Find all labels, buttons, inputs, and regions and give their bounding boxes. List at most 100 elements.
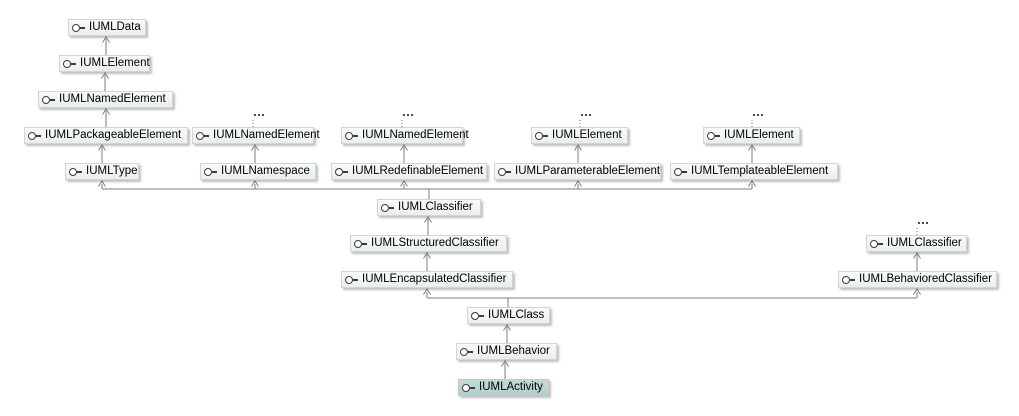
- edge-iumlredefinableelement-to-iumlnamedelement-3: [400, 144, 408, 163]
- node-iumltemplateableelement[interactable]: IUMLTemplateableElement: [670, 163, 838, 180]
- node-label: IUMLEncapsulatedClassifier: [362, 273, 507, 285]
- interface-lollipop-icon: [354, 239, 367, 248]
- generalization-arrowhead-icon: [98, 180, 106, 187]
- node-label: IUMLTemplateableElement: [691, 165, 829, 177]
- interface-lollipop-icon: [69, 167, 82, 176]
- generalization-arrowhead-icon: [501, 360, 509, 367]
- collapsed-parents-indicator: [254, 114, 264, 116]
- node-iumlparameterableelement[interactable]: IUMLParameterableElement: [494, 163, 661, 180]
- node-iumlclassifier-2[interactable]: IUMLClassifier: [866, 235, 967, 252]
- node-iumlnamedelement-3[interactable]: IUMLNamedElement: [341, 127, 469, 144]
- node-label: IUMLNamespace: [221, 165, 310, 177]
- edge-iumlnamedelement-1-to-iumlelement-1: [101, 72, 109, 91]
- edge-iumlbehavioredclassifier-to-iumlclassifier-2: [913, 252, 921, 271]
- edge-iumlbehavior-to-iumlclass: [503, 324, 511, 343]
- interface-lollipop-icon: [381, 203, 394, 212]
- node-iumlelement-1[interactable]: IUMLElement: [59, 55, 150, 72]
- edge-iumltemplateableelement-to-iumlelement-3: [748, 144, 756, 163]
- interface-lollipop-icon: [345, 275, 358, 284]
- node-label: IUMLBehavioredClassifier: [859, 273, 992, 285]
- node-iumldata[interactable]: IUMLData: [68, 19, 146, 36]
- node-iumlnamespace[interactable]: IUMLNamespace: [200, 163, 316, 180]
- node-label: IUMLElement: [724, 129, 794, 141]
- node-label: IUMLElement: [552, 129, 622, 141]
- node-label: IUMLData: [89, 21, 141, 33]
- generalization-arrowhead-icon: [98, 144, 106, 151]
- node-label: IUMLActivity: [479, 381, 543, 393]
- edge-iumlclass-to-iumlencapsulatedclassifier-and-iumlbehavioredclassifier: [423, 288, 921, 307]
- node-iumlbehavioredclassifier[interactable]: IUMLBehavioredClassifier: [838, 271, 997, 288]
- node-iumlencapsulatedclassifier[interactable]: IUMLEncapsulatedClassifier: [341, 271, 513, 288]
- node-iumlclassifier-1[interactable]: IUMLClassifier: [377, 199, 481, 216]
- interface-lollipop-icon: [471, 311, 484, 320]
- collapsed-parents-indicator: [753, 114, 763, 116]
- edge-iumlpackageableelement-to-iumlnamedelement-1: [102, 108, 110, 127]
- node-iumlredefinableelement[interactable]: IUMLRedefinableElement: [331, 163, 487, 180]
- interface-lollipop-icon: [462, 383, 475, 392]
- interface-lollipop-icon: [707, 131, 720, 140]
- interface-lollipop-icon: [870, 239, 883, 248]
- generalization-arrowhead-icon: [423, 252, 431, 259]
- node-label: IUMLNamedElement: [362, 129, 469, 141]
- node-label: IUMLClassifier: [398, 201, 473, 213]
- node-iumlelement-2[interactable]: IUMLElement: [531, 127, 628, 144]
- interface-lollipop-icon: [196, 131, 209, 140]
- interface-lollipop-icon: [72, 23, 85, 32]
- node-label: IUMLClassifier: [887, 237, 962, 249]
- interface-lollipop-icon: [345, 131, 358, 140]
- generalization-arrowhead-icon: [101, 72, 109, 79]
- node-iumlstructuredclassifier[interactable]: IUMLStructuredClassifier: [350, 235, 507, 252]
- edge-iumlstructuredclassifier-to-iumlclassifier-1: [424, 216, 432, 235]
- node-label: IUMLParameterableElement: [515, 165, 661, 177]
- generalization-arrowhead-icon: [748, 180, 756, 187]
- node-label: IUMLRedefinableElement: [352, 165, 484, 177]
- generalization-arrowhead-icon: [748, 144, 756, 151]
- collapsed-parents-indicator: [581, 114, 591, 116]
- edge-iumlactivity-to-iumlbehavior: [501, 360, 509, 379]
- edge-iumltype-to-iumlpackageableelement: [98, 144, 106, 163]
- node-label: IUMLType: [86, 165, 138, 177]
- generalization-arrowhead-icon: [102, 108, 110, 115]
- edge-iumlparameterableelement-to-iumlelement-2: [574, 144, 582, 163]
- generalization-arrowhead-icon: [400, 180, 408, 187]
- generalization-arrowhead-icon: [574, 144, 582, 151]
- generalization-arrowhead-icon: [503, 324, 511, 331]
- edge-iumlelement-1-to-iumldata: [102, 36, 110, 55]
- node-iumlbehavior[interactable]: IUMLBehavior: [456, 343, 557, 360]
- generalization-arrowhead-icon: [913, 288, 921, 295]
- edge-iumlencapsulatedclassifier-to-iumlstructuredclassifier: [423, 252, 431, 271]
- node-iumlactivity[interactable]: IUMLActivity: [458, 379, 549, 396]
- node-label: IUMLBehavior: [477, 345, 550, 357]
- node-label: IUMLStructuredClassifier: [371, 237, 499, 249]
- generalization-arrowhead-icon: [102, 36, 110, 43]
- node-label: IUMLClass: [488, 309, 545, 321]
- node-iumlpackageableelement[interactable]: IUMLPackageableElement: [24, 127, 188, 144]
- node-iumlnamedelement-1[interactable]: IUMLNamedElement: [38, 91, 173, 108]
- edge-iumlclassifier-1-to-iumltype-and-iumlnamespace-and-iumlredefinableelement-and-iumlparameterableelement-and-iumltemplateableelement: [98, 180, 756, 199]
- node-label: IUMLElement: [80, 57, 150, 69]
- generalization-arrowhead-icon: [400, 144, 408, 151]
- node-iumlnamedelement-2[interactable]: IUMLNamedElement: [192, 127, 320, 144]
- interface-lollipop-icon: [335, 167, 348, 176]
- interface-lollipop-icon: [204, 167, 217, 176]
- interface-lollipop-icon: [535, 131, 548, 140]
- interface-lollipop-icon: [63, 59, 76, 68]
- collapsed-parents-indicator: [918, 222, 928, 224]
- node-iumlelement-3[interactable]: IUMLElement: [703, 127, 800, 144]
- generalization-arrowhead-icon: [423, 288, 431, 295]
- generalization-arrowhead-icon: [574, 180, 582, 187]
- generalization-arrowhead-icon: [424, 216, 432, 223]
- node-label: IUMLNamedElement: [59, 93, 166, 105]
- collapsed-parents-indicator: [403, 114, 413, 116]
- node-iumltype[interactable]: IUMLType: [65, 163, 139, 180]
- node-iumlclass[interactable]: IUMLClass: [467, 307, 550, 324]
- generalization-arrowhead-icon: [251, 180, 259, 187]
- interface-lollipop-icon: [28, 131, 41, 140]
- interface-lollipop-icon: [674, 167, 687, 176]
- node-label: IUMLPackageableElement: [45, 129, 182, 141]
- interface-lollipop-icon: [498, 167, 511, 176]
- interface-lollipop-icon: [842, 275, 855, 284]
- interface-lollipop-icon: [42, 95, 55, 104]
